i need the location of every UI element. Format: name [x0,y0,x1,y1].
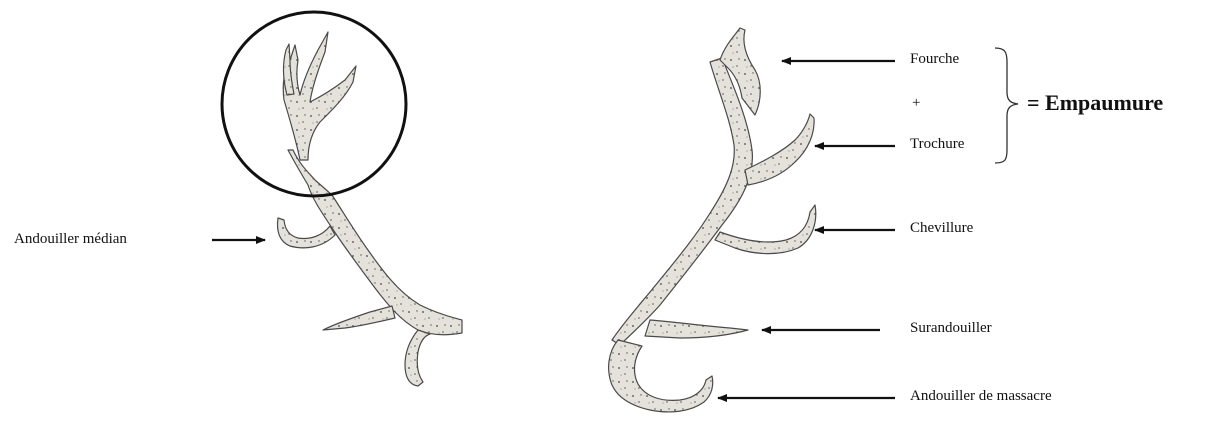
right-antler-beam [612,58,752,345]
label-fourche: Fourche [910,52,959,67]
right-antler-massacre [609,340,713,412]
left-antler-median-tine [278,218,336,248]
label-plus: + [912,96,920,111]
label-chevillure: Chevillure [910,221,973,236]
left-antler [278,32,463,386]
label-andouiller-median: Andouiller médian [14,232,127,247]
label-trochure: Trochure [910,137,964,152]
left-antler-base-tine [405,330,430,386]
right-antler-trochure [745,114,814,185]
right-antler [609,28,816,412]
empaumure-brace [995,48,1018,163]
label-andouiller-massacre: Andouiller de massacre [910,389,1052,404]
left-antler-crown [283,32,356,160]
right-antler-surandouiller [645,320,748,338]
label-empaumure: = Empaumure [1027,92,1163,114]
label-surandouiller: Surandouiller [910,321,992,336]
left-antler-lower-tine [323,306,395,330]
